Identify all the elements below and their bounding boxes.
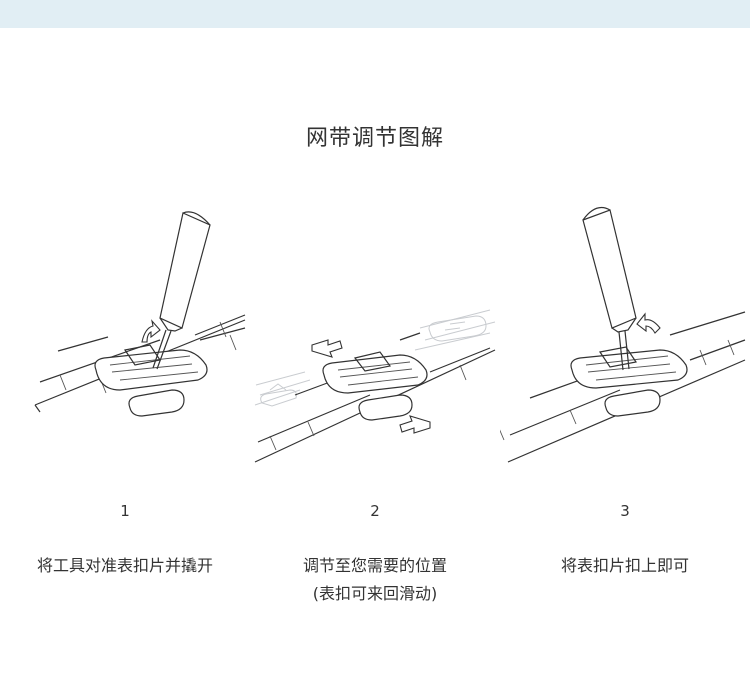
tool-tip-base [159,317,183,332]
top-band [0,0,750,28]
clasp-lower [128,389,185,417]
step-1-illustration [34,211,246,417]
step-3-illustration [500,207,746,463]
tool-cap [582,207,611,221]
strap-top-right [669,311,746,336]
tool-needle [152,329,172,370]
lift-arrow [141,319,161,343]
tool-tip-base [611,317,637,333]
strap-bottom-inner [257,394,371,443]
step-3-number: 3 [620,502,630,520]
tool-handle [159,212,211,329]
clasp-details [109,355,199,381]
ghost-right [414,309,496,351]
ghost-left-clasp [260,383,297,407]
step-1: 1 将工具对准表扣片并撬开 [0,200,250,620]
strap-top-left [529,379,581,399]
clasp-body [94,349,208,391]
strap-links [269,364,467,451]
strap-links [500,339,735,441]
step-1-number: 1 [120,502,130,520]
clasp-lever [353,351,392,372]
strap-bottom-inner [509,389,621,436]
strap-top-left [294,381,331,396]
tool-handle [582,209,637,329]
step-2-text: 调节至您需要的位置 (表扣可来回滑动) [302,556,447,603]
slide-right-arrow [399,415,431,434]
ghost-right-clasp [428,315,487,342]
clasp-lower [358,394,413,421]
tool-needle [618,330,630,371]
strap-top-left [57,336,109,352]
strap-top-right [199,327,246,341]
strap-bottom-inner-right [429,347,491,373]
page-title: 网带调节图解 [305,126,444,151]
strap-end [34,404,41,413]
step-2: 2 调节至您需要的位置 (表扣可来回滑动) [250,200,500,620]
clasp-body [322,354,428,394]
strap-top-right [399,332,421,341]
slide-left-arrow [311,339,343,358]
step-2-number: 2 [370,502,380,520]
step-2-illustration [254,309,496,463]
step-3: 3 将表扣片扣上即可 [500,200,750,620]
strap-bottom-inner-right [689,339,746,361]
press-arrow [636,312,661,334]
clasp-details [337,361,419,386]
strap-top-right-2 [194,314,246,336]
clasp-lower [604,389,661,417]
tool-cap [182,211,211,226]
step-3-text: 将表扣片扣上即可 [560,556,689,575]
step-1-text: 将工具对准表扣片并撬开 [36,556,213,575]
ghost-left [254,371,311,406]
clasp-lever [598,346,638,368]
